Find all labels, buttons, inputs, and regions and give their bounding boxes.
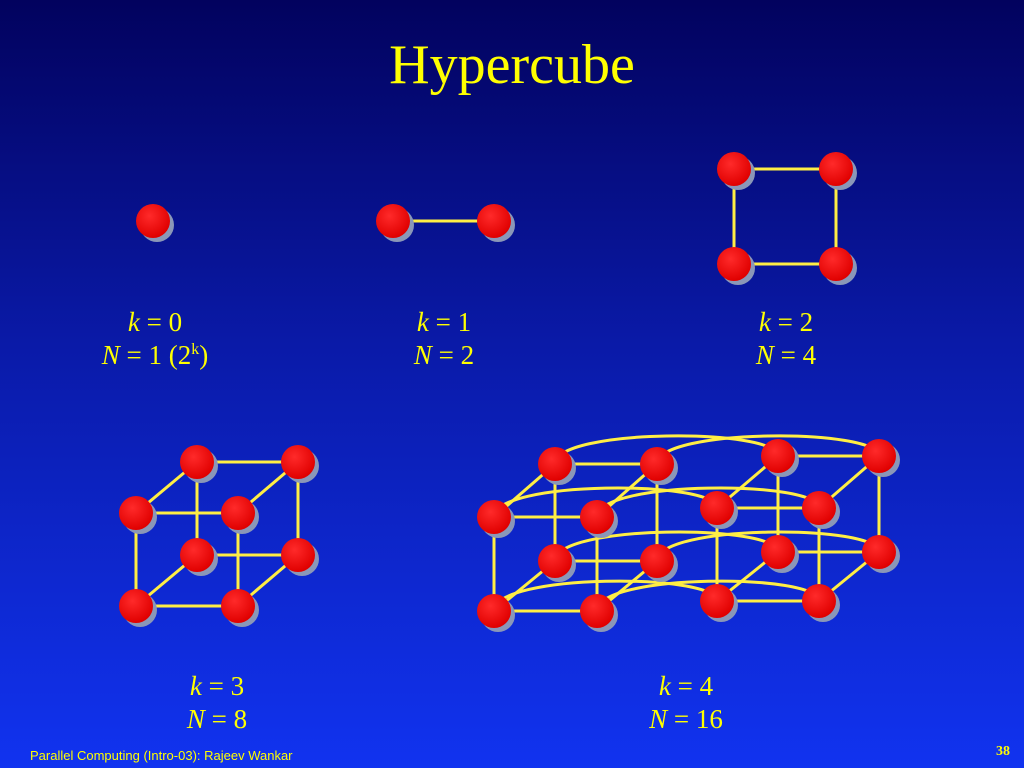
k4-node bbox=[862, 439, 900, 477]
k3-node bbox=[119, 589, 157, 627]
k3-node bbox=[221, 589, 259, 627]
node-circle bbox=[717, 247, 751, 281]
node-circle bbox=[281, 445, 315, 479]
caption-k-line: k = 4 bbox=[658, 671, 714, 701]
node-circle bbox=[477, 500, 511, 534]
caption-k-line: k = 3 bbox=[189, 671, 245, 701]
node-circle bbox=[802, 584, 836, 618]
caption-n-line: N = 2 bbox=[413, 340, 475, 370]
k4-node bbox=[640, 544, 678, 582]
node-circle bbox=[180, 445, 214, 479]
caption-k1: k = 1 N = 2 bbox=[344, 306, 544, 372]
caption-n-line: N = 16 bbox=[649, 704, 723, 734]
k3-node bbox=[119, 496, 157, 534]
caption-k-line: k = 0 bbox=[127, 307, 183, 337]
k2-node bbox=[717, 152, 755, 190]
caption-n-line: N = 4 bbox=[755, 340, 817, 370]
node-circle bbox=[221, 589, 255, 623]
node-circle bbox=[700, 584, 734, 618]
node-circle bbox=[136, 204, 170, 238]
node-circle bbox=[538, 544, 572, 578]
node-circle bbox=[538, 447, 572, 481]
k4-node bbox=[640, 447, 678, 485]
node-circle bbox=[180, 538, 214, 572]
node-circle bbox=[862, 439, 896, 473]
node-layer bbox=[119, 152, 900, 632]
caption-k0: k = 0 N = 1 (2k) bbox=[55, 306, 255, 372]
caption-k4: k = 4 N = 16 bbox=[586, 670, 786, 736]
k4-node bbox=[700, 491, 738, 529]
node-circle bbox=[862, 535, 896, 569]
node-circle bbox=[477, 204, 511, 238]
k4-node bbox=[477, 594, 515, 632]
k4-node bbox=[538, 544, 576, 582]
k4-node bbox=[538, 447, 576, 485]
k3-node bbox=[281, 538, 319, 576]
node-circle bbox=[819, 152, 853, 186]
k4-node bbox=[761, 439, 799, 477]
k4-node bbox=[580, 594, 618, 632]
caption-k-line: k = 2 bbox=[758, 307, 814, 337]
node-circle bbox=[281, 538, 315, 572]
k4-node bbox=[862, 535, 900, 573]
node-circle bbox=[761, 439, 795, 473]
node-circle bbox=[119, 589, 153, 623]
node-circle bbox=[580, 500, 614, 534]
page-number: 38 bbox=[996, 744, 1010, 759]
caption-k3: k = 3 N = 8 bbox=[117, 670, 317, 736]
slide-title: Hypercube bbox=[389, 34, 635, 96]
node-circle bbox=[376, 204, 410, 238]
k4-node bbox=[802, 584, 840, 622]
node-circle bbox=[477, 594, 511, 628]
k3-node bbox=[281, 445, 319, 483]
k3-node bbox=[180, 445, 218, 483]
k3-node bbox=[180, 538, 218, 576]
caption-k-line: k = 1 bbox=[416, 307, 472, 337]
k0-node bbox=[136, 204, 174, 242]
k2-node bbox=[717, 247, 755, 285]
k1-node bbox=[376, 204, 414, 242]
k2-node bbox=[819, 152, 857, 190]
k4-node bbox=[700, 584, 738, 622]
node-circle bbox=[802, 491, 836, 525]
caption-k2: k = 2 N = 4 bbox=[686, 306, 886, 372]
node-circle bbox=[580, 594, 614, 628]
k4-node bbox=[802, 491, 840, 529]
slide-footer: Parallel Computing (Intro-03): Rajeev Wa… bbox=[30, 748, 293, 763]
k1-node bbox=[477, 204, 515, 242]
k4-node bbox=[477, 500, 515, 538]
node-circle bbox=[640, 544, 674, 578]
node-circle bbox=[717, 152, 751, 186]
k4-node bbox=[580, 500, 618, 538]
node-circle bbox=[700, 491, 734, 525]
k3-node bbox=[221, 496, 259, 534]
caption-n-line: N = 1 (2k) bbox=[101, 340, 209, 370]
k4-node bbox=[761, 535, 799, 573]
caption-n-line: N = 8 bbox=[186, 704, 248, 734]
node-circle bbox=[819, 247, 853, 281]
node-circle bbox=[761, 535, 795, 569]
k2-node bbox=[819, 247, 857, 285]
node-circle bbox=[221, 496, 255, 530]
node-circle bbox=[640, 447, 674, 481]
node-circle bbox=[119, 496, 153, 530]
